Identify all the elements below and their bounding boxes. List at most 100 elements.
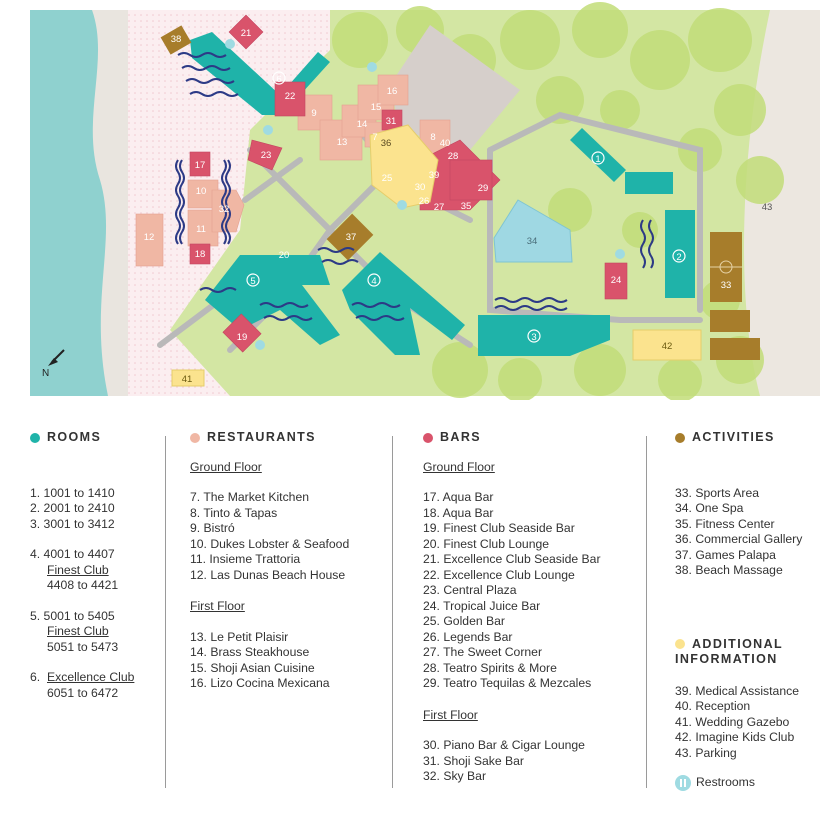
legend-info-title-2: INFORMATION <box>675 652 778 666</box>
reception-building <box>369 124 439 209</box>
map-label-38: 38 <box>171 34 182 45</box>
map-label-room-4: 4 <box>371 276 376 287</box>
map-label-41: 41 <box>182 374 193 385</box>
map-label-39: 39 <box>429 170 440 181</box>
legend-bar-item: 25. Golden Bar <box>423 614 505 628</box>
map-label-40: 40 <box>440 138 451 149</box>
legend-restaurant-item: 12. Las Dunas Beach House <box>190 567 346 582</box>
legend-restaurant-item: 11. Insieme Trattoria <box>190 552 301 566</box>
legend-info-item: 39. Medical Assistance <box>675 683 799 698</box>
map-label-room-3: 3 <box>531 332 536 343</box>
legend-restaurant-item: 10. Dukes Lobster & Seafood <box>190 536 350 551</box>
pool-waves <box>175 52 654 321</box>
legend-restrooms-item: Restrooms <box>675 775 802 791</box>
legend-restaurants-first-floor: First Floor <box>190 599 245 613</box>
legend-bar-item: 21. Excellence Club Seaside Bar <box>423 552 601 566</box>
map-label-15: 15 <box>371 102 382 113</box>
map-label-16: 16 <box>387 86 398 97</box>
map-label-14: 14 <box>357 119 368 130</box>
legend-room-range: 6051 to 6472 <box>47 685 119 700</box>
map-label-42: 42 <box>662 341 673 352</box>
map-label-31: 31 <box>386 116 397 127</box>
legend-bar-item: 32. Sky Bar <box>423 769 486 783</box>
legend-bar-item: 28. Teatro Spirits & More <box>423 660 557 675</box>
legend-bars-first-floor: First Floor <box>423 707 478 722</box>
legend-info-item: 40. Reception <box>675 699 751 713</box>
legend-bar-item: 29. Teatro Tequilas & Mezcales <box>423 676 592 690</box>
legend-bar-item: 30. Piano Bar & Cigar Lounge <box>423 738 585 752</box>
map-label-27: 27 <box>434 202 445 213</box>
map-label-13: 13 <box>337 137 348 148</box>
legend-restaurant-item: 15. Shoji Asian Cuisine <box>190 660 315 675</box>
map-label-29: 29 <box>478 183 489 194</box>
map-label-room-6: 6 <box>276 74 281 85</box>
legend-restaurant-item: 9. Bistró <box>190 521 235 535</box>
legend-activity-item: 34. One Spa <box>675 501 744 515</box>
legend-divider-2 <box>392 436 393 788</box>
map-label-24: 24 <box>611 275 622 286</box>
restaurants-dot-icon <box>190 432 200 443</box>
map-label-22: 22 <box>285 91 296 102</box>
legend-restaurant-item: 14. Brass Steakhouse <box>190 645 310 659</box>
legend-restaurants-ground-floor: Ground Floor <box>190 459 262 474</box>
legend-info-item: 42. Imagine Kids Club <box>675 730 795 744</box>
restaurant-buildings <box>135 74 451 267</box>
legend-bar-item: 18. Aqua Bar <box>423 505 494 520</box>
legend-room-item: 1. 1001 to 1410 <box>30 485 115 500</box>
map-label-33: 33 <box>721 280 732 291</box>
legend-divider-1 <box>165 436 166 788</box>
restroom-markers <box>225 39 625 350</box>
legend-info-title: ADDITIONAL <box>675 637 802 653</box>
legend-room-item: 5. 5001 to 5405 <box>30 608 115 623</box>
legend-bar-item: 23. Central Plaza <box>423 583 517 597</box>
map-label-23: 23 <box>261 150 272 161</box>
map-label-room-2: 2 <box>676 252 681 263</box>
map-label-9: 9 <box>311 108 316 119</box>
rooms-dot-icon <box>30 432 40 443</box>
info-dot-icon <box>675 639 685 650</box>
legend-bar-item: 26. Legends Bar <box>423 629 513 644</box>
room-badges <box>246 71 686 343</box>
resort-grounds <box>170 10 820 396</box>
games-palapa <box>326 213 374 261</box>
legend-room-sub: Finest Club <box>47 562 109 577</box>
map-label-10: 10 <box>196 186 207 197</box>
legend-room-item: 4. 4001 to 4407 <box>30 547 115 561</box>
legend-activity-item: 38. Beach Massage <box>675 563 783 577</box>
legend-activity-item: 33. Sports Area <box>675 485 760 500</box>
bar-buildings <box>189 14 628 353</box>
legend-bar-item: 24. Tropical Juice Bar <box>423 598 541 613</box>
tennis-court-1 <box>710 310 750 332</box>
map-label-28: 28 <box>448 151 459 162</box>
legend-restaurant-item: 7. The Market Kitchen <box>190 490 310 504</box>
legend-activity-item: 37. Games Palapa <box>675 547 776 562</box>
main-building-roof <box>390 25 520 150</box>
map-label-12: 12 <box>144 232 155 243</box>
beach-massage <box>160 25 192 55</box>
map-label-43: 43 <box>762 202 773 213</box>
kids-club-building <box>632 329 702 361</box>
legend-bar-item: 17. Aqua Bar <box>423 490 494 504</box>
map-label-32: 32 <box>219 204 230 215</box>
legend-room-item: 2. 2001 to 2410 <box>30 501 115 515</box>
compass-arrow <box>48 349 65 366</box>
map-label-25: 25 <box>382 173 393 184</box>
legend-bar-item: 20. Finest Club Lounge <box>423 536 550 551</box>
legend-activities-title: ACTIVITIES <box>675 430 802 446</box>
legend-bar-item: 19. Finest Club Seaside Bar <box>423 521 575 535</box>
map-label-11: 11 <box>196 224 206 235</box>
legend-activity-item: 35. Fitness Center <box>675 516 775 531</box>
bars-dot-icon <box>423 432 433 443</box>
legend-restaurant-item: 8. Tinto & Tapas <box>190 505 278 520</box>
legend-info-item: 41. Wedding Gazebo <box>675 714 790 729</box>
legend-bar-item: 31. Shoji Sake Bar <box>423 753 524 768</box>
legend-bars-title: BARS <box>423 430 601 446</box>
legend-activity-item: 36. Commercial Gallery <box>675 532 803 546</box>
compass-label: N <box>42 368 49 379</box>
legend-bars-ground-floor: Ground Floor <box>423 459 495 474</box>
spa-pool <box>493 199 573 263</box>
legend-bar-item: 27. The Sweet Corner <box>423 645 543 659</box>
legend-bar-item: 22. Excellence Club Lounge <box>423 567 575 582</box>
legend-restaurants-title: RESTAURANTS <box>190 430 349 446</box>
map-label-8: 8 <box>430 132 435 143</box>
